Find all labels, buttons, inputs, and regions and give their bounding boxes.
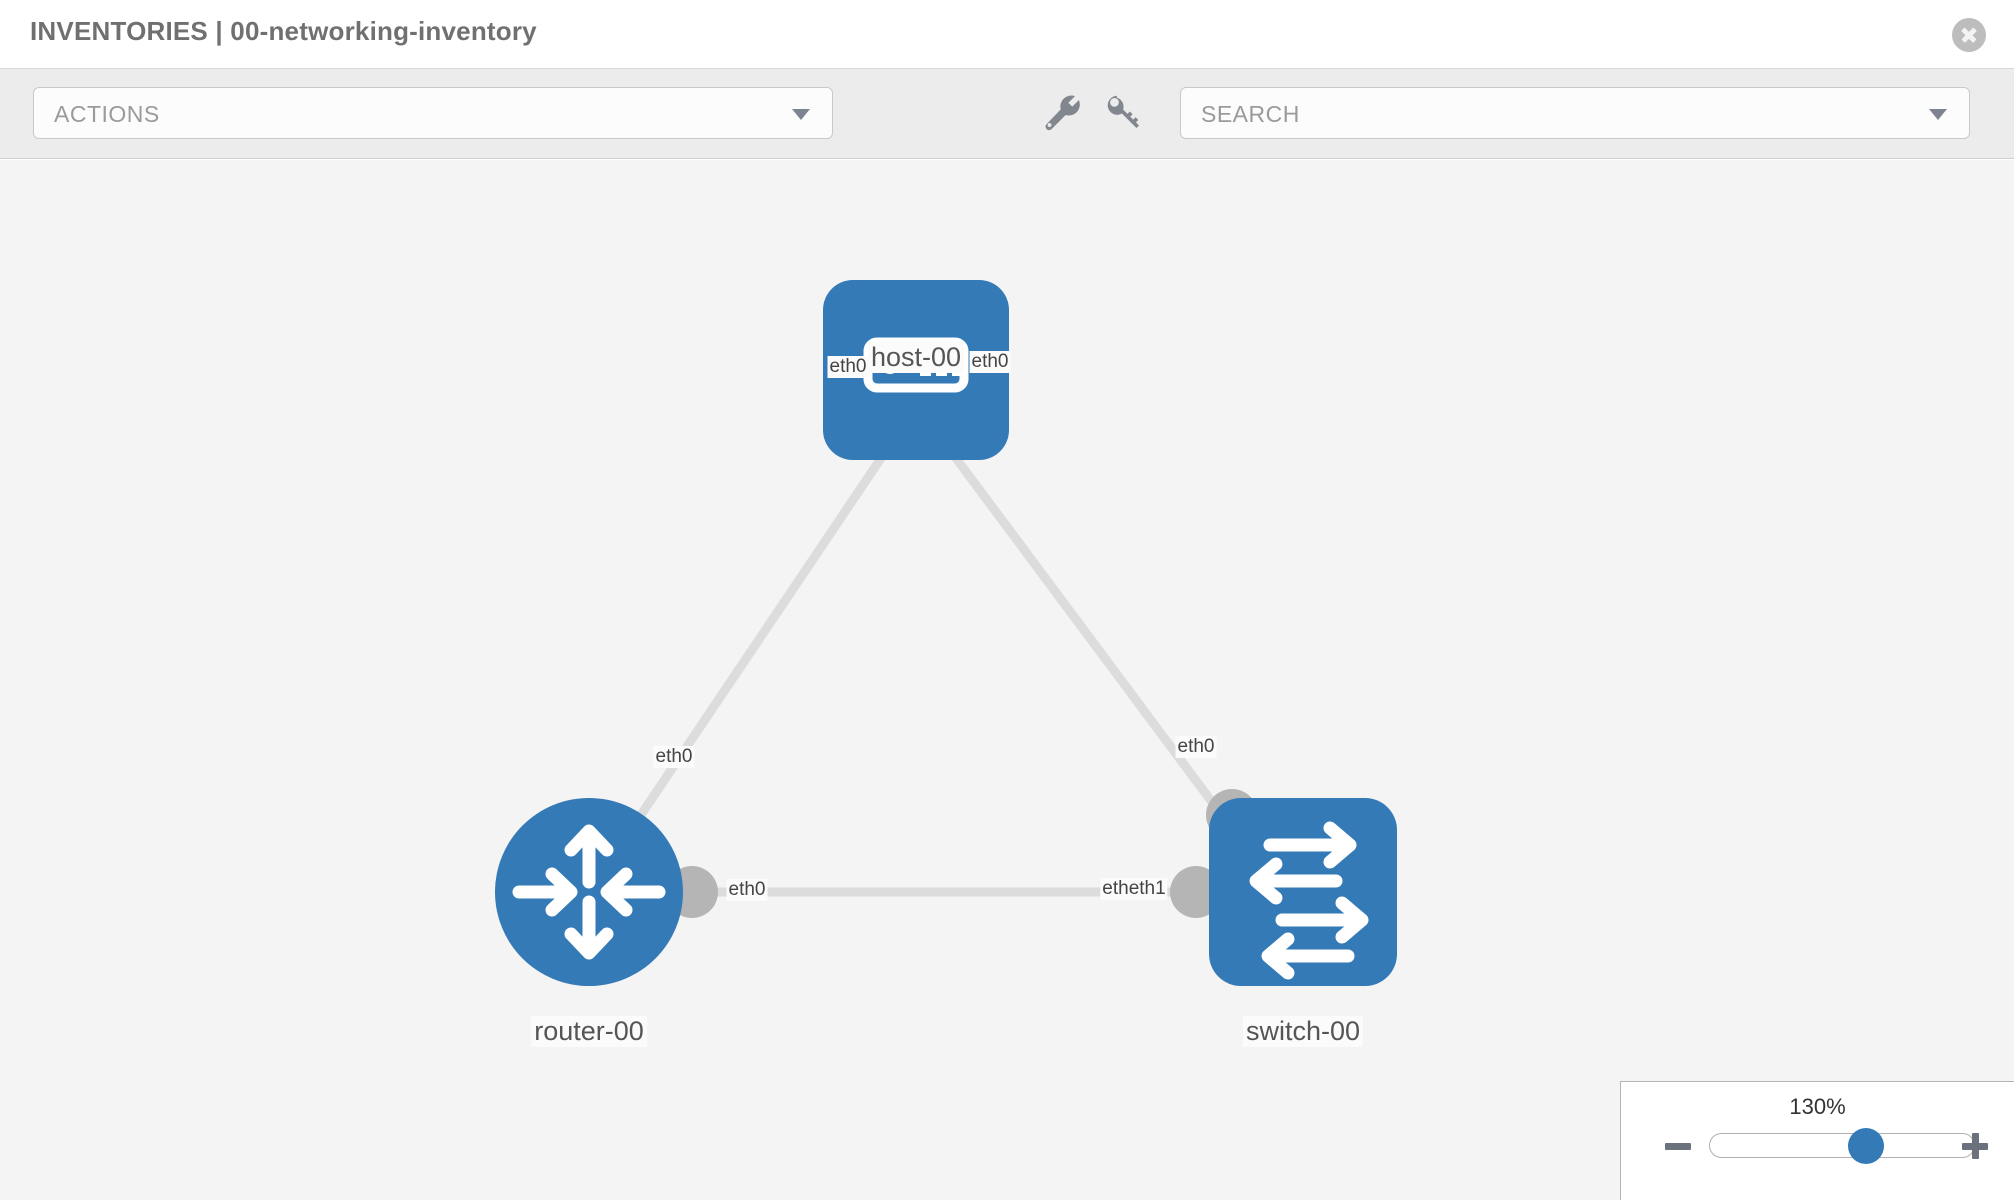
- zoom-level-value: 130%: [1789, 1094, 1846, 1119]
- four-arrows-icon: [512, 824, 666, 960]
- plus-icon[interactable]: [1962, 1133, 1988, 1159]
- zoom-slider[interactable]: [1709, 1128, 1975, 1164]
- edge-label: eth0: [726, 879, 768, 901]
- node-label-host-00: host-00: [867, 342, 965, 373]
- edge-label: eth0: [969, 351, 1011, 373]
- topology-graph: [495, 280, 1397, 986]
- search-placeholder: SEARCH: [1201, 101, 1300, 127]
- zoom-slider-thumb[interactable]: [1848, 1128, 1884, 1164]
- toolbar: ACTIONS SEARCH: [0, 69, 2014, 159]
- search-input[interactable]: SEARCH: [1180, 87, 1970, 139]
- edge-label: eth0: [653, 746, 695, 768]
- page-title: INVENTORIES | 00-networking-inventory: [30, 16, 537, 46]
- key-icon[interactable]: [1100, 91, 1144, 135]
- edge-label: eth0: [1175, 736, 1217, 758]
- topology-ports: [666, 402, 1258, 918]
- close-icon[interactable]: [1952, 18, 1986, 52]
- chevron-down-icon[interactable]: [1929, 109, 1947, 120]
- minus-icon[interactable]: [1665, 1133, 1691, 1159]
- node-label-switch-00: switch-00: [1242, 1016, 1364, 1047]
- actions-dropdown[interactable]: ACTIONS: [33, 87, 833, 139]
- actions-dropdown-label: ACTIONS: [54, 101, 160, 127]
- topology-links: [585, 427, 1303, 897]
- zoom-control-panel: 130%: [1620, 1081, 2014, 1200]
- node-switch-00[interactable]: [1209, 798, 1397, 986]
- topology-canvas[interactable]: host-00 router-00 switch-00 eth0 eth0 et…: [0, 160, 2014, 1200]
- page-header: INVENTORIES | 00-networking-inventory: [0, 0, 2014, 69]
- switch-arrows-icon: [1249, 821, 1369, 980]
- edge-label: etheth1: [1100, 878, 1168, 900]
- node-router-00[interactable]: [495, 798, 683, 986]
- chevron-down-icon: [792, 109, 810, 120]
- edge-label: eth0: [827, 356, 869, 378]
- wrench-icon[interactable]: [1040, 91, 1084, 135]
- node-label-router-00: router-00: [531, 1016, 647, 1047]
